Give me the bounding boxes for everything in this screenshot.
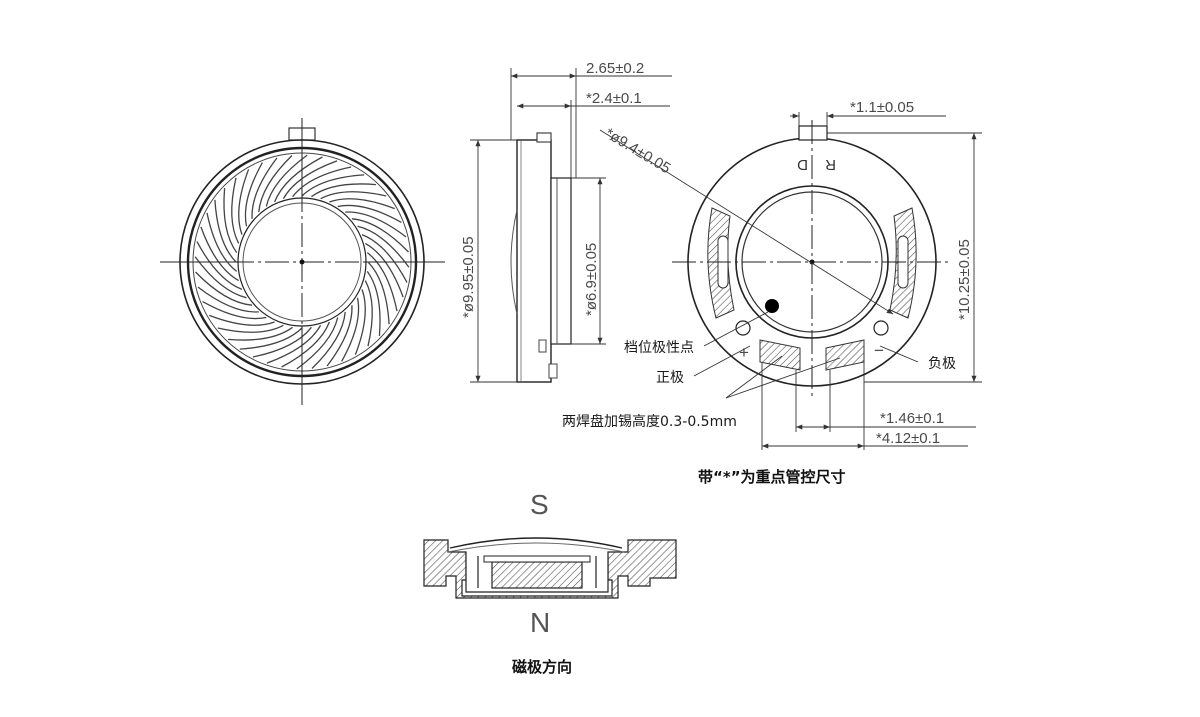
diaphragm-rib xyxy=(296,317,339,370)
diaphragm-rib xyxy=(337,204,402,223)
diaphragm-rib xyxy=(265,154,308,207)
back-left-hole xyxy=(735,320,751,336)
diaphragm-rib xyxy=(282,160,338,200)
diaphragm-rib xyxy=(311,311,346,369)
diaphragm-rib xyxy=(195,271,253,306)
magnet-cross-section: S N 磁极方向 xyxy=(423,489,677,676)
inner-diameter-label: *ø6.9±0.05 xyxy=(583,243,600,316)
back-view: R D + − *ø9.4±0.05 *1.1±0.05 *10.25±0.05… xyxy=(562,99,982,486)
dome-diameter-label: *ø9.4±0.05 xyxy=(602,125,674,177)
negative-leader xyxy=(879,345,919,363)
side-dome-curve xyxy=(510,209,518,315)
positive-label: 正极 xyxy=(656,370,684,386)
diaphragm-rib xyxy=(367,261,390,325)
diaphragm-rib xyxy=(228,326,293,341)
diaphragm-rib xyxy=(366,252,398,312)
dome-diameter-leader xyxy=(599,129,894,315)
diaphragm-rib xyxy=(217,324,284,333)
front-diaphragm-ribs xyxy=(194,154,410,370)
front-center-point xyxy=(299,259,305,265)
plus-mark: + xyxy=(739,343,749,362)
minus-mark: − xyxy=(874,341,884,360)
diaphragm-rib xyxy=(354,289,366,355)
diaphragm-rib xyxy=(273,156,323,203)
side-solder-tab xyxy=(538,339,547,353)
diaphragm-rib xyxy=(320,191,387,200)
diaphragm-rib xyxy=(364,280,373,347)
diaphragm-rib xyxy=(194,256,247,299)
diaphragm-rib xyxy=(329,198,395,210)
positive-leader xyxy=(693,345,751,377)
diaphragm-rib xyxy=(244,162,263,227)
diaphragm-rib xyxy=(206,212,238,272)
section-magnet xyxy=(491,561,583,589)
south-pole-label: S xyxy=(530,489,549,520)
diaphragm-rib xyxy=(196,241,243,291)
section-dome xyxy=(449,537,623,549)
diaphragm-rib xyxy=(231,177,240,244)
solder-note: 两焊盘加锡高度0.3-0.5mm xyxy=(562,413,737,430)
diaphragm-rib xyxy=(200,226,240,282)
terminal-width-label: *1.1±0.05 xyxy=(850,99,914,116)
side-view: 2.65±0.2 *2.4±0.1 *ø9.95±0.05 *ø6.9±0.05 xyxy=(460,60,672,383)
diaphragm-rib xyxy=(361,233,408,283)
terminal-mark-r: R xyxy=(825,156,836,173)
side-magnet-cup xyxy=(550,177,572,345)
diaphragm-rib xyxy=(209,314,275,326)
locator-leader xyxy=(703,311,769,347)
diaphragm-rib xyxy=(364,242,404,298)
diaphragm-rib xyxy=(326,305,353,367)
back-right-hole xyxy=(873,320,889,336)
polarity-dot xyxy=(765,299,779,313)
diaphragm-rib xyxy=(238,169,250,235)
diaphragm-rib xyxy=(239,327,303,350)
terminal-mark-d: D xyxy=(797,156,808,173)
diaphragm-rib xyxy=(345,211,407,238)
overall-height-label: *10.25±0.05 xyxy=(956,239,973,320)
back-positive-pad xyxy=(759,339,801,371)
section-housing xyxy=(423,539,677,599)
solder-leader-1 xyxy=(725,355,783,399)
outer-diameter-label: *ø9.95±0.05 xyxy=(460,236,477,318)
diaphragm-rib xyxy=(281,321,331,368)
diaphragm-rib xyxy=(258,155,293,213)
diaphragm-rib xyxy=(266,324,322,364)
diaphragm-rib xyxy=(252,326,312,358)
diaphragm-rib xyxy=(292,166,352,198)
diaphragm-rib xyxy=(197,286,259,313)
diaphragm-rib xyxy=(223,188,238,253)
diaphragm-rib xyxy=(351,218,409,253)
solder-leader-2 xyxy=(725,357,841,399)
pad-width-label: *1.46±0.1 xyxy=(880,410,944,427)
pad-span-label: *4.12±0.1 xyxy=(876,430,940,447)
key-dimension-note: 带“*”为重点管控尺寸 xyxy=(698,468,846,486)
diaphragm-rib xyxy=(357,225,410,268)
diaphragm-rib xyxy=(301,174,365,197)
diaphragm-rib xyxy=(214,199,237,263)
diaphragm-rib xyxy=(251,157,278,219)
north-pole-label: N xyxy=(530,607,550,638)
back-top-terminal xyxy=(798,125,828,141)
body-thickness-label: *2.4±0.1 xyxy=(586,90,642,107)
locator-label: 档位极性点 xyxy=(624,340,694,356)
side-terminal xyxy=(536,132,552,143)
diaphragm-rib xyxy=(311,183,376,198)
diaphragm-rib xyxy=(366,271,381,336)
overall-thickness-label: 2.65±0.2 xyxy=(586,60,644,77)
negative-label: 负极 xyxy=(928,356,956,372)
magnet-direction-caption: 磁极方向 xyxy=(512,658,572,676)
front-view xyxy=(160,118,445,405)
diaphragm-rib xyxy=(341,297,360,362)
diaphragm-rib xyxy=(202,301,267,320)
